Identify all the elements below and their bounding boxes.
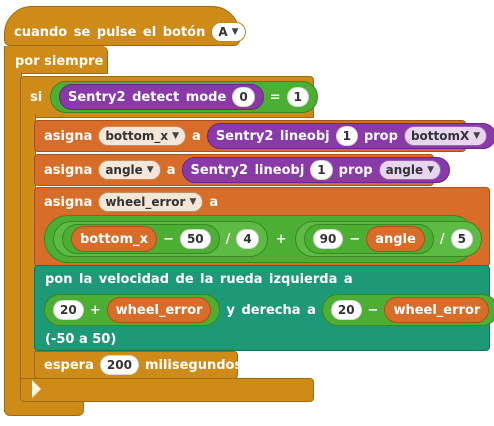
forever-bottom — [4, 400, 84, 416]
wait-input[interactable]: 200 — [99, 355, 139, 375]
wait-row: espera 200 milisegundos — [44, 354, 242, 376]
left-speed-input[interactable]: 20 — [53, 300, 84, 320]
right-label: y derecha a — [226, 302, 316, 318]
wheel-speed-row: 20 + wheel_error y derecha a 20 − wheel_… — [44, 294, 494, 326]
angle-reporter[interactable]: angle — [366, 226, 425, 252]
wait-label: espera — [44, 357, 94, 373]
detect-mode-reporter[interactable]: Sentry2 detect mode 0 — [59, 84, 264, 110]
equals-sign: = — [269, 89, 281, 105]
right-speed-expression[interactable]: 20 − wheel_error — [321, 294, 494, 326]
wait-unit-label: milisegundos — [144, 357, 243, 373]
plus-sign: + — [275, 231, 287, 247]
chevron-down-icon: ▼ — [231, 27, 239, 37]
speed-range-label: (-50 a 50) — [45, 332, 117, 347]
to-label: a — [209, 194, 219, 210]
divide-sign: / — [439, 231, 445, 247]
if-bottom — [20, 378, 314, 402]
lineobj-reporter[interactable]: Sentry2 lineobj 1 prop angle▼ — [181, 157, 451, 183]
to-label: a — [166, 162, 176, 178]
assign-label: asigna — [44, 162, 93, 178]
minus-left-input[interactable]: 90 — [312, 229, 344, 249]
chevron-down-icon: ▼ — [473, 131, 481, 141]
wheel-speed-label: pon la velocidad de la rueda izquierda a — [45, 272, 353, 287]
bottom-x-reporter[interactable]: bottom_x — [71, 226, 158, 252]
lineobj-index-input[interactable]: 1 — [335, 126, 358, 146]
chevron-down-icon: ▼ — [189, 197, 197, 207]
assign-angle-row: asigna angle▼ a Sentry2 lineobj 1 prop a… — [44, 157, 451, 183]
lineobj-index-input[interactable]: 1 — [310, 160, 333, 180]
if-label: si — [30, 90, 43, 105]
minus-sign: − — [367, 302, 379, 318]
minus-expression-right[interactable]: 90 − angle — [303, 224, 434, 254]
divide-right-input[interactable]: 4 — [236, 229, 259, 249]
minus-expression-left[interactable]: bottom_x − 50 — [62, 224, 220, 254]
divide-expression-left[interactable]: bottom_x − 50 / 4 — [53, 221, 268, 257]
chevron-down-icon: ▼ — [172, 131, 180, 141]
hat-block[interactable] — [4, 6, 240, 46]
wheel-error-reporter[interactable]: wheel_error — [106, 297, 212, 323]
forever-label: por siempre — [15, 54, 104, 69]
minus-sign: − — [163, 231, 174, 247]
forever-block[interactable] — [4, 46, 108, 74]
variable-dropdown[interactable]: angle▼ — [98, 160, 161, 180]
divide-right-input[interactable]: 5 — [450, 229, 473, 249]
assign-wheel-error-row: asigna wheel_error▼ a — [44, 190, 218, 214]
variable-dropdown[interactable]: bottom_x▼ — [98, 126, 187, 146]
chevron-down-icon: ▼ — [427, 165, 435, 175]
lineobj-reporter[interactable]: Sentry2 lineobj 1 prop bottomX▼ — [206, 123, 494, 149]
variable-dropdown[interactable]: wheel_error▼ — [98, 192, 204, 212]
plus-sign: + — [89, 302, 101, 318]
divide-sign: / — [225, 231, 231, 247]
equals-condition[interactable]: Sentry2 detect mode 0 = 1 — [50, 81, 318, 113]
equals-right-input[interactable]: 1 — [286, 87, 309, 107]
prop-dropdown[interactable]: bottomX▼ — [403, 126, 488, 146]
right-speed-input[interactable]: 20 — [330, 300, 362, 320]
wheel-error-reporter[interactable]: wheel_error — [384, 297, 490, 323]
assign-bottom-x-row: asigna bottom_x▼ a Sentry2 lineobj 1 pro… — [44, 123, 494, 149]
collapse-arrow-icon[interactable] — [32, 380, 41, 398]
chevron-down-icon: ▼ — [146, 165, 154, 175]
hat-label: cuando se pulse el botón — [14, 24, 206, 40]
prop-dropdown[interactable]: angle▼ — [378, 160, 442, 180]
assign-label: asigna — [44, 194, 93, 210]
plus-expression[interactable]: bottom_x − 50 / 4 + 90 − angle / 5 — [44, 215, 482, 263]
to-label: a — [192, 128, 201, 144]
detect-mode-input[interactable]: 0 — [232, 87, 255, 107]
hat-row: cuando se pulse el botón A▼ — [14, 22, 246, 42]
minus-sign: − — [349, 231, 361, 247]
divide-expression-right[interactable]: 90 − angle / 5 — [294, 221, 482, 257]
button-dropdown[interactable]: A▼ — [211, 22, 246, 42]
left-speed-expression[interactable]: 20 + wheel_error — [44, 294, 221, 326]
assign-label: asigna — [44, 128, 93, 144]
minus-right-input[interactable]: 50 — [179, 229, 211, 249]
